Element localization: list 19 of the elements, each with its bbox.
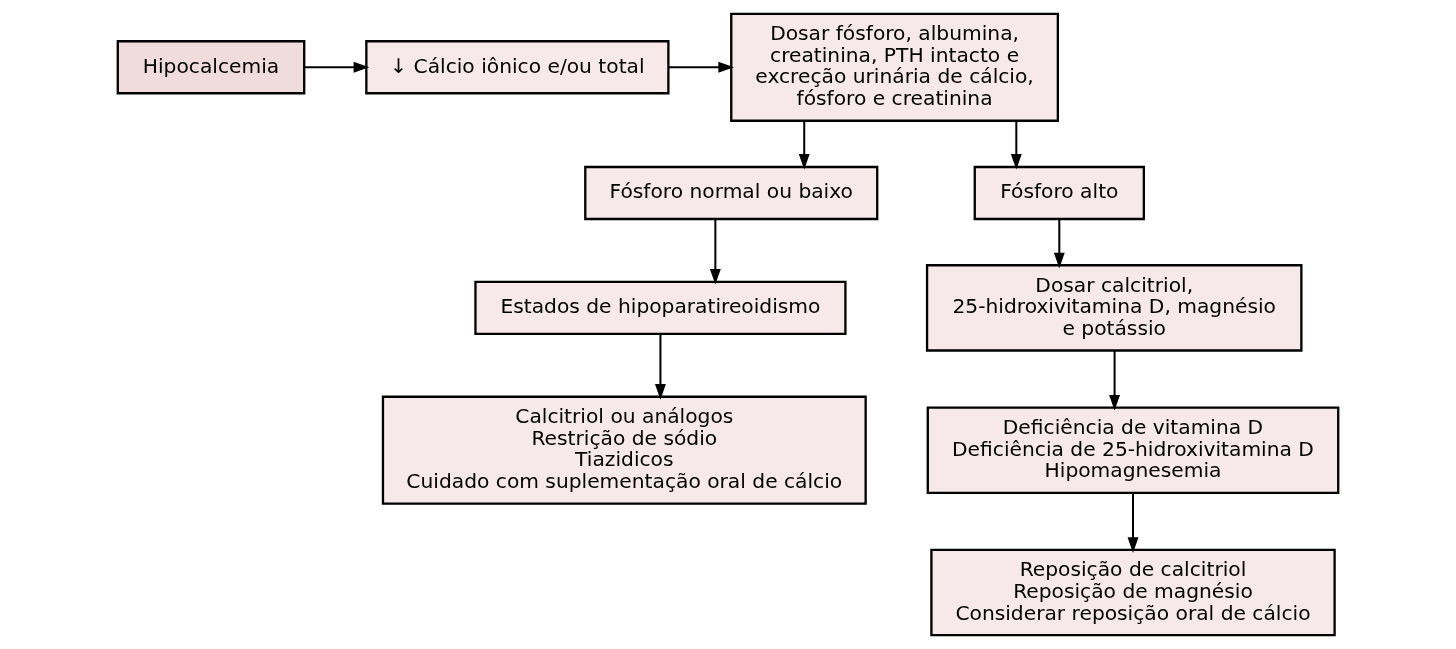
node-box: Hipocalcemia xyxy=(116,40,306,95)
arrow xyxy=(709,219,721,285)
arrow xyxy=(1127,492,1139,553)
node-box: Fósforo alto xyxy=(973,165,1145,221)
node-box: ↓ Cálcio iônico e/ou total xyxy=(365,40,670,95)
arrow xyxy=(304,61,370,73)
node-box: Dosar calcitriol, 25-hidroxivitamina D, magnésio e potássio xyxy=(925,264,1303,352)
arrow xyxy=(668,61,734,73)
node-box: Dosar fósforo, albumina, creatinina, PTH intacto e excreção urinária de cálcio, fósforo e creatinina xyxy=(730,12,1059,122)
node-box: Reposição de calcitriol Reposição de magnésio Considerar reposição oral de cálcio xyxy=(930,548,1336,637)
arrow xyxy=(798,120,810,170)
node-box: Estados de hipoparatireoidismo xyxy=(474,280,847,336)
arrow xyxy=(1010,120,1022,170)
arrow xyxy=(1053,219,1065,269)
node-box: Calcitriol ou análogos Restrição de sódio Tiazidicos Cuidado com suplementação oral de cálcio xyxy=(381,395,867,505)
node-box: Deficiência de vitamina D Deficiência de 25-hidroxivitamina D Hipomagnesemia xyxy=(926,406,1340,494)
arrow xyxy=(654,334,666,400)
node-box: Fósforo normal ou baixo xyxy=(584,165,879,221)
arrow xyxy=(1109,350,1121,411)
